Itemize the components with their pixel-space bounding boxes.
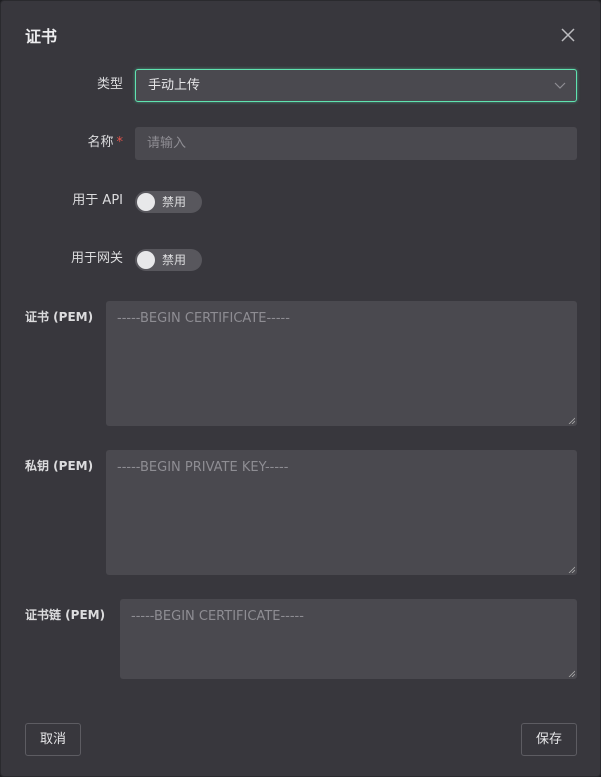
- name-label: 名称*: [61, 135, 123, 151]
- close-icon[interactable]: [558, 25, 578, 45]
- use-api-label: 用于 API: [72, 193, 123, 208]
- name-input[interactable]: 请输入: [135, 127, 577, 160]
- chain-placeholder: -----BEGIN CERTIFICATE-----: [131, 609, 304, 624]
- type-select[interactable]: 手动上传: [135, 69, 577, 102]
- type-select-value: 手动上传: [148, 78, 201, 93]
- cert-textarea[interactable]: -----BEGIN CERTIFICATE-----: [106, 301, 577, 426]
- use-api-toggle[interactable]: 禁用: [135, 191, 202, 213]
- key-label: 私钥 (PEM): [25, 459, 94, 473]
- resize-grip-icon[interactable]: [568, 417, 575, 424]
- chevron-down-icon: [554, 82, 566, 89]
- dialog-title: 证书: [25, 27, 58, 46]
- required-mark: *: [116, 135, 124, 150]
- cert-label: 证书 (PEM): [25, 310, 94, 324]
- name-input-placeholder: 请输入: [147, 136, 187, 151]
- toggle-knob: [137, 193, 155, 211]
- key-textarea[interactable]: -----BEGIN PRIVATE KEY-----: [106, 450, 577, 575]
- chain-label: 证书链 (PEM): [25, 608, 106, 622]
- use-gateway-toggle[interactable]: 禁用: [135, 249, 202, 271]
- type-label: 类型: [96, 77, 123, 92]
- use-gateway-toggle-state: 禁用: [162, 253, 187, 267]
- toggle-knob: [137, 251, 155, 269]
- use-gateway-label: 用于网关: [70, 251, 123, 266]
- save-button[interactable]: 保存: [521, 723, 577, 756]
- use-api-toggle-state: 禁用: [162, 195, 187, 209]
- cert-placeholder: -----BEGIN CERTIFICATE-----: [117, 311, 290, 326]
- name-label-text: 名称: [87, 135, 114, 150]
- cancel-button[interactable]: 取消: [25, 723, 81, 756]
- resize-grip-icon[interactable]: [568, 566, 575, 573]
- chain-textarea[interactable]: -----BEGIN CERTIFICATE-----: [120, 599, 577, 679]
- resize-grip-icon[interactable]: [568, 670, 575, 677]
- key-placeholder: -----BEGIN PRIVATE KEY-----: [117, 460, 289, 475]
